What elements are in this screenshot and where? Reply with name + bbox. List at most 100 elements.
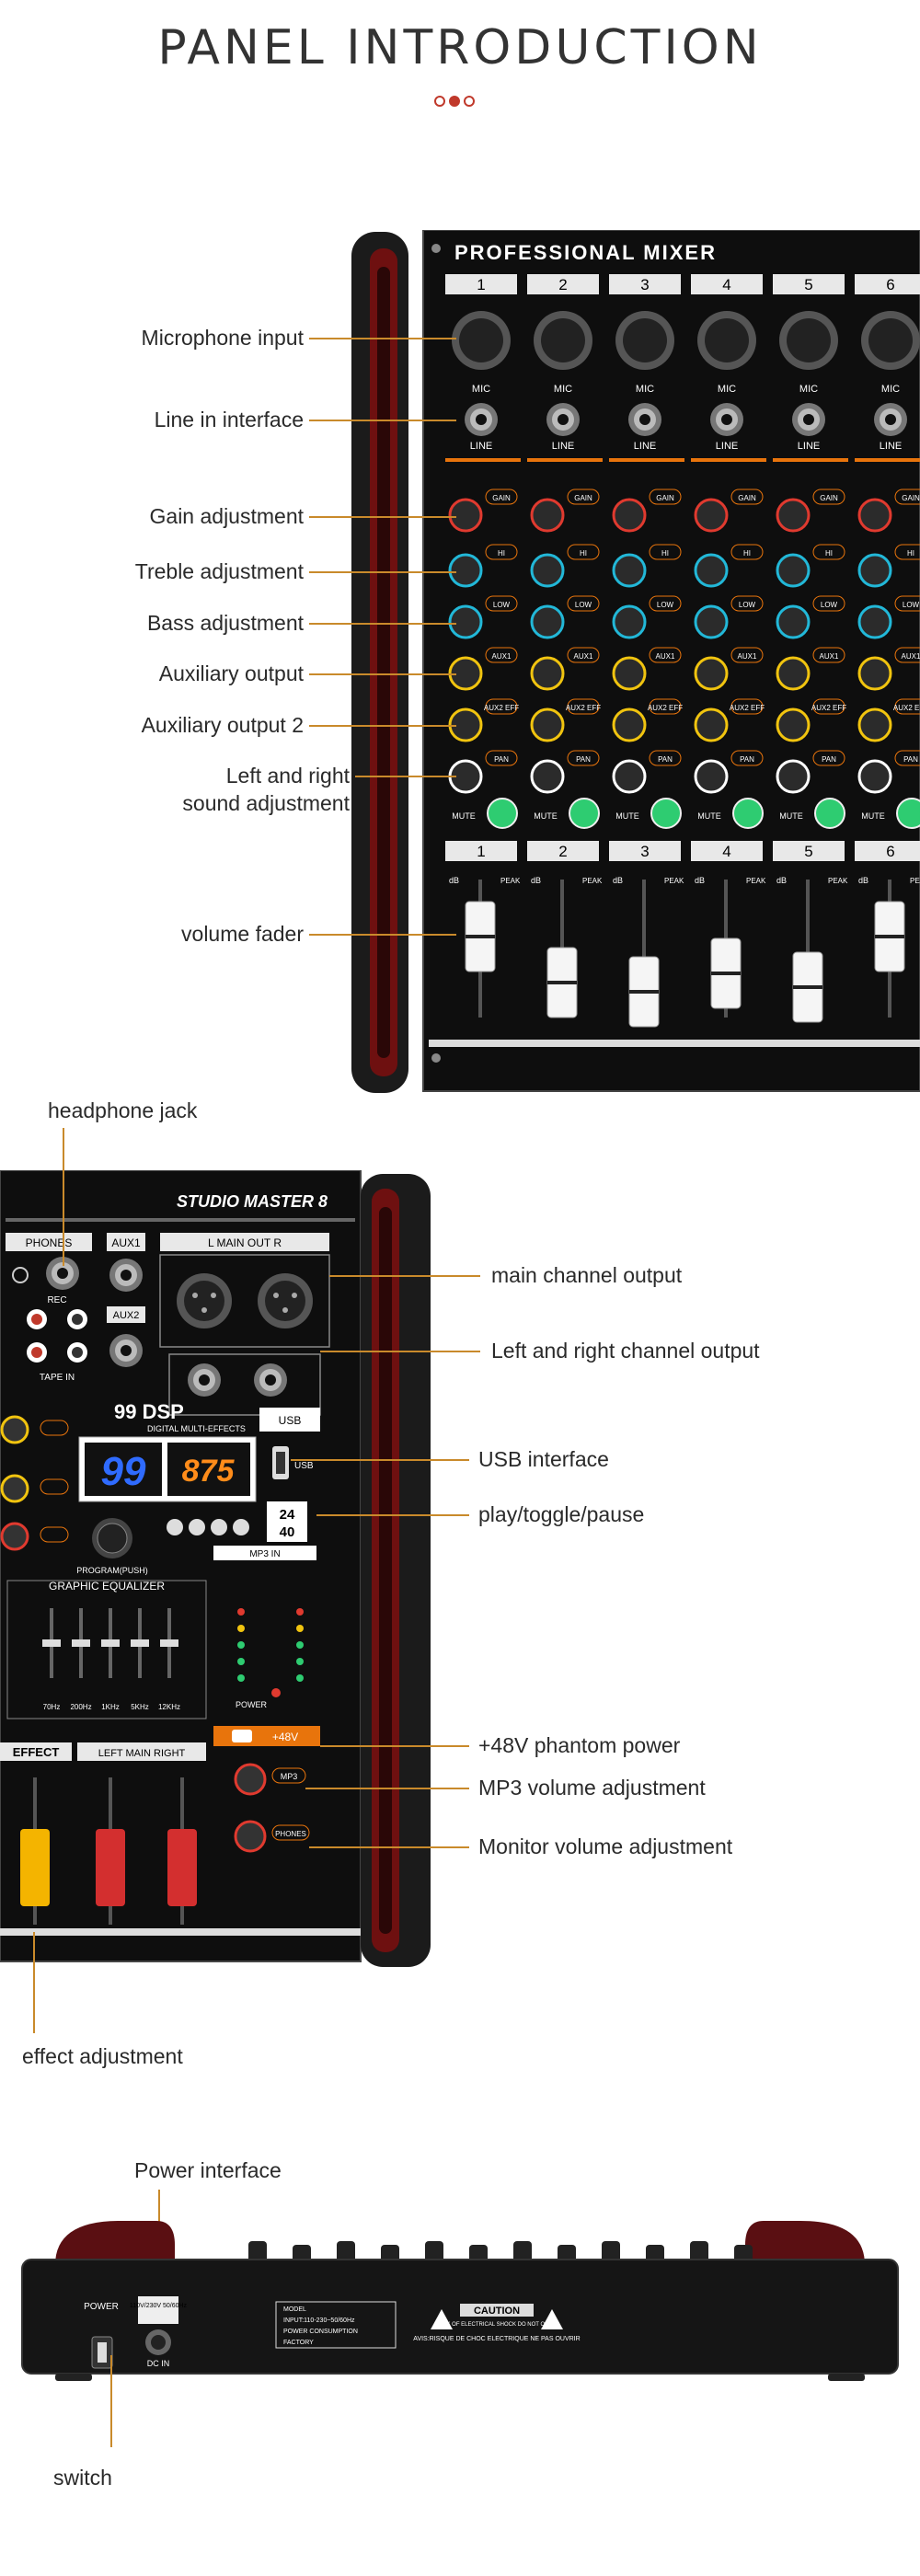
knob-icon[interactable] (612, 553, 647, 588)
meter-led (237, 1658, 245, 1665)
mute-button[interactable] (487, 798, 518, 829)
knob-icon[interactable] (530, 759, 565, 794)
channel-number: 2 (558, 276, 567, 293)
knob-icon[interactable] (857, 656, 892, 691)
knob-label: LOW (821, 601, 838, 609)
knob-icon[interactable] (694, 759, 729, 794)
eq-slider-cap[interactable] (42, 1639, 61, 1647)
knob-icon[interactable] (530, 553, 565, 588)
knob-icon[interactable] (857, 553, 892, 588)
mp3-display: 875 (182, 1454, 236, 1489)
knob-icon[interactable] (612, 656, 647, 691)
knob-label: GAIN (656, 494, 674, 502)
knob-icon[interactable] (612, 604, 647, 639)
aux2-label: AUX2 (113, 1310, 140, 1321)
leader-line (63, 1128, 64, 1266)
mute-button[interactable] (650, 798, 682, 829)
knob-icon[interactable] (776, 498, 811, 533)
callout-play-toggle-pause: play/toggle/pause (478, 1502, 645, 1526)
knob-icon[interactable] (694, 707, 729, 742)
mute-button[interactable] (732, 798, 764, 829)
leader-line (110, 2355, 112, 2447)
top-knob-icon (425, 2241, 443, 2263)
callout-volume-fader: volume fader (181, 922, 304, 946)
program-label: PROGRAM(PUSH) (76, 1566, 148, 1575)
mute-button[interactable] (896, 798, 920, 829)
eq-slider-cap[interactable] (72, 1639, 90, 1647)
knob-icon[interactable] (694, 553, 729, 588)
knob-icon[interactable] (857, 707, 892, 742)
channel-number: 4 (722, 276, 730, 293)
knob-icon[interactable] (448, 604, 483, 639)
knob-label: GAIN (738, 494, 756, 502)
mute-label: MUTE (861, 811, 885, 821)
plate-factory: FACTORY (283, 2340, 314, 2346)
knob-icon[interactable] (530, 707, 565, 742)
callout-line-in: Line in interface (154, 408, 304, 431)
mute-label: MUTE (452, 811, 476, 821)
knob-icon[interactable] (530, 656, 565, 691)
knob-icon[interactable] (857, 498, 892, 533)
meter-led (237, 1641, 245, 1649)
peak-label: PEAK (582, 877, 603, 885)
power-label-front: POWER (236, 1700, 268, 1709)
knob-label: GAIN (820, 494, 838, 502)
knob-label: AUX2 EFF (811, 704, 846, 712)
knob-icon[interactable] (776, 707, 811, 742)
leader-line (309, 725, 456, 727)
eq-slider-cap[interactable] (131, 1639, 149, 1647)
mute-button[interactable] (814, 798, 845, 829)
eq-slider-cap[interactable] (101, 1639, 120, 1647)
knob-icon[interactable] (857, 604, 892, 639)
eq-frequency-label: 12KHz (158, 1703, 180, 1711)
knob-icon[interactable] (776, 553, 811, 588)
callout-mp3-volume: MP3 volume adjustment (478, 1776, 706, 1800)
plate-power: POWER CONSUMPTION (283, 2329, 358, 2335)
peak-label: PEAK (664, 877, 684, 885)
knob-icon[interactable] (857, 759, 892, 794)
mixer-front-illustration: PROFESSIONAL MIXER 1MICLINEGAINHILOWAUX1… (351, 229, 920, 1093)
knob-icon[interactable] (694, 498, 729, 533)
knob-icon[interactable] (612, 498, 647, 533)
knob-icon[interactable] (776, 656, 811, 691)
line-label: LINE (470, 441, 492, 452)
leader-line (309, 623, 456, 625)
fader-channel-number: 4 (722, 843, 730, 860)
dot-icon (434, 96, 445, 107)
leader-line (309, 420, 456, 421)
eq-slider-cap[interactable] (160, 1639, 178, 1647)
knob-icon[interactable] (776, 604, 811, 639)
callout-aux: Auxiliary output (158, 661, 304, 685)
knob-label: PAN (494, 755, 509, 764)
knob-icon[interactable] (776, 759, 811, 794)
db-label: dB (776, 876, 787, 885)
svg-text:40: 40 (280, 1524, 295, 1540)
callout-treble: Treble adjustment (134, 559, 304, 583)
knob-icon[interactable] (448, 553, 483, 588)
effect-label: EFFECT (13, 1745, 60, 1759)
knob-label: GAIN (902, 494, 920, 502)
voltage-label: 110V/230V 50/60Hz (130, 2303, 188, 2309)
knob-icon[interactable] (694, 604, 729, 639)
knob-icon[interactable] (448, 498, 483, 533)
phones-knob-label: PHONES (275, 1830, 306, 1838)
eq-frequency-label: 1KHz (101, 1703, 120, 1711)
knob-icon[interactable] (612, 707, 647, 742)
knob-icon[interactable] (530, 498, 565, 533)
channel-number: 1 (477, 276, 485, 293)
knob-label: PAN (903, 755, 918, 764)
mic-label: MIC (799, 384, 818, 395)
rec-label: REC (47, 1295, 66, 1305)
mute-button[interactable] (569, 798, 600, 829)
knob-label: AUX2 EFF (484, 704, 519, 712)
knob-label: HI (743, 549, 751, 558)
knob-icon[interactable] (694, 656, 729, 691)
callout-pan-line1: Left and right (225, 764, 350, 788)
mic-label: MIC (881, 384, 900, 395)
knob-icon[interactable] (612, 759, 647, 794)
mp3-in-label: MP3 IN (249, 1549, 280, 1559)
brand-text: PROFESSIONAL MIXER (454, 241, 717, 264)
knob-icon[interactable] (530, 604, 565, 639)
